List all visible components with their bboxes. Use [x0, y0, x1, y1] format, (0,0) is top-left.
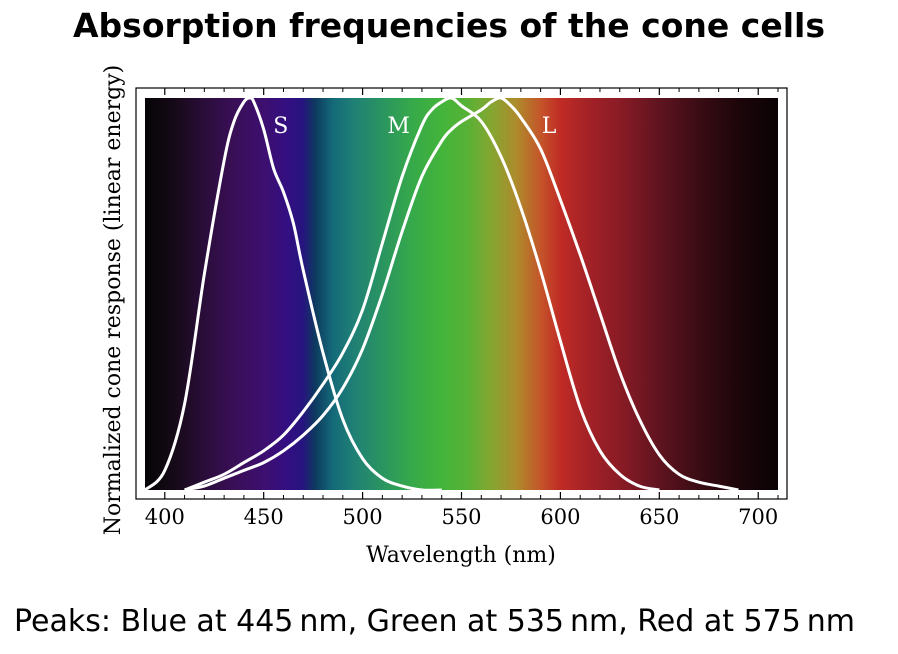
- axes: 400 450 500 550 600 650 700: [135, 87, 788, 529]
- curve-label-m: M: [387, 114, 410, 139]
- x-tick-label: 600: [540, 505, 580, 529]
- x-tick-label: 500: [343, 505, 383, 529]
- x-tick-label: 400: [145, 505, 185, 529]
- y-axis-label: Normalized cone response (linear energy): [101, 65, 126, 535]
- curve-m: [184, 96, 660, 492]
- x-tick-label: 650: [639, 505, 679, 529]
- spectrum-background: [145, 98, 778, 490]
- slide-title: Absorption frequencies of the cone cells: [73, 6, 825, 45]
- x-tick-label: 450: [244, 505, 284, 529]
- curve-l: [184, 96, 739, 492]
- curves: [143, 96, 739, 492]
- x-tick-label: 700: [738, 505, 778, 529]
- x-axis-label: Wavelength (nm): [366, 543, 556, 568]
- curve-s: [143, 96, 442, 492]
- curve-label-l: L: [542, 114, 557, 139]
- curve-label-s: S: [273, 114, 288, 139]
- x-tick-label: 550: [441, 505, 481, 529]
- peaks-caption: Peaks: Blue at 445 nm, Green at 535 nm, …: [14, 604, 856, 639]
- cone-response-chart: S M L 400 450 500 550 600 650 700 Wavelength (nm…: [101, 65, 788, 568]
- plot-area: [145, 98, 778, 490]
